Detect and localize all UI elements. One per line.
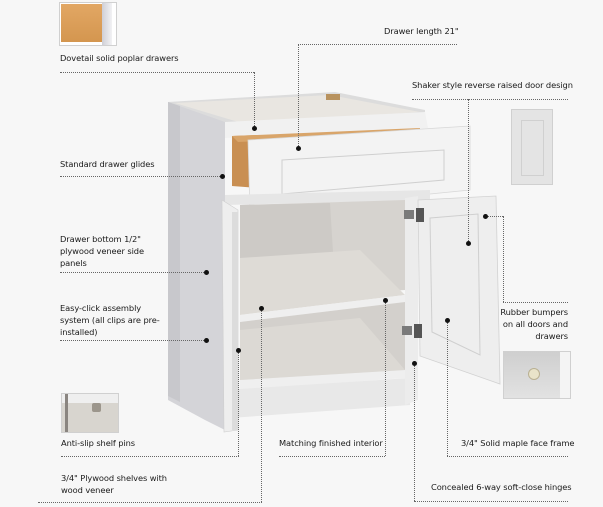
label-plywood-shelves: 3/4" Plywood shelves with wood veneer: [61, 473, 167, 495]
label-shelf-pins: Anti-slip shelf pins: [61, 438, 136, 448]
leader-dovetail-v: [254, 72, 255, 128]
leader-face-frame-v: [447, 320, 448, 456]
shelf-pin-image: [61, 393, 119, 433]
leader-shelf-pins: [61, 456, 239, 457]
label-drawer-bottom: Drawer bottom 1/2" plywood veneer side p…: [60, 234, 144, 268]
label-hinges: Concealed 6-way soft-close hinges: [431, 482, 572, 492]
label-matching-interior: Matching finished interior: [279, 438, 383, 448]
leader-plywood-v: [261, 308, 262, 502]
shaker-door-image: [511, 109, 553, 185]
marker-dovetail: [252, 126, 257, 131]
marker-shaker: [466, 241, 471, 246]
leader-interior-v: [385, 300, 386, 456]
label-shaker-door: Shaker style reverse raised door design: [412, 80, 573, 90]
leader-dovetail: [60, 72, 254, 73]
leader-drawer-length-v: [298, 44, 299, 148]
leader-rubber: [485, 216, 503, 217]
leader-shaker: [412, 99, 568, 100]
label-dovetail-drawers: Dovetail solid poplar drawers: [60, 53, 179, 63]
marker-easy-click: [204, 338, 209, 343]
label-drawer-length: Drawer length 21": [384, 26, 459, 36]
marker-hinges: [412, 361, 417, 366]
marker-plywood: [259, 306, 264, 311]
label-face-frame: 3/4" Solid maple face frame: [461, 438, 575, 448]
marker-shelf-pins: [236, 348, 241, 353]
leader-drawer-bottom: [60, 272, 206, 273]
marker-rubber: [483, 214, 488, 219]
marker-face-frame: [445, 318, 450, 323]
dovetail-drawer-image: [59, 2, 117, 46]
marker-glides: [220, 174, 225, 179]
leader-drawer-length: [298, 44, 457, 45]
leader-rubber-b: [503, 302, 568, 303]
leader-shelf-pins-v: [238, 350, 239, 456]
label-drawer-glides: Standard drawer glides: [60, 159, 155, 169]
leader-face-frame: [447, 456, 568, 457]
leader-rubber-v: [503, 216, 504, 302]
leader-easy-click: [60, 340, 206, 341]
leader-shaker-v: [468, 99, 469, 243]
leader-glides: [60, 176, 222, 177]
leader-interior: [279, 456, 385, 457]
label-rubber-bumpers: Rubber bumpers on all doors and drawers: [500, 307, 568, 341]
leader-plywood: [38, 502, 262, 503]
rubber-bumper-image: [503, 351, 571, 399]
marker-drawer-bottom: [204, 270, 209, 275]
marker-drawer-length: [296, 146, 301, 151]
marker-interior: [383, 298, 388, 303]
leader-hinges-v: [414, 363, 415, 501]
label-easy-click: Easy-click assembly system (all clips ar…: [60, 303, 160, 337]
leader-hinges: [414, 501, 568, 502]
